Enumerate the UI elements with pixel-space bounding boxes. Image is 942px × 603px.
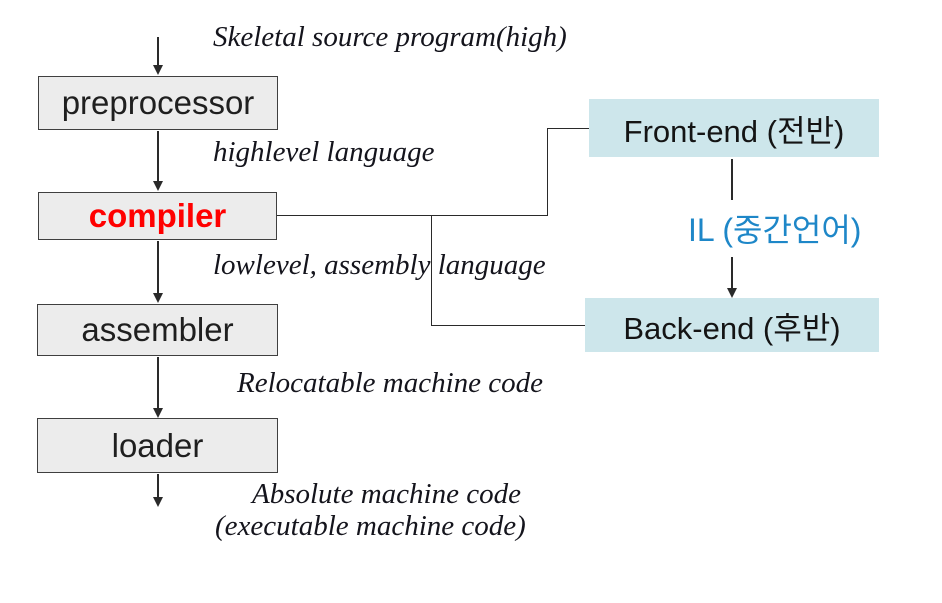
arrow-shaft (157, 474, 159, 499)
arrow-il-to-backend (726, 257, 738, 298)
arrow-shaft (731, 257, 733, 290)
connector-up-to-frontend (547, 128, 549, 216)
preprocessor-label: preprocessor (61, 84, 255, 121)
label-relocatable-machine-code: Relocatable machine code (237, 367, 543, 399)
arrow-assembler-to-loader (152, 357, 164, 418)
back-end-label: Back-end (후반) (623, 310, 841, 346)
connector-compiler-right (277, 215, 548, 217)
connector-into-backend (431, 325, 585, 327)
compiler-box: compiler (38, 192, 277, 240)
arrow-down-icon (726, 288, 737, 298)
arrow-compiler-to-assembler (152, 241, 164, 303)
arrow-shaft (157, 241, 159, 295)
loader-label: loader (111, 426, 204, 464)
arrow-down-icon (152, 497, 163, 507)
label-skeletal-source-program: Skeletal source program(high) (213, 21, 567, 53)
arrow-down-icon (152, 181, 163, 191)
arrow-shaft (157, 357, 159, 410)
connector-into-frontend (548, 127, 589, 129)
label-highlevel-language: highlevel language (213, 136, 435, 168)
preprocessor-box: preprocessor (38, 76, 278, 130)
label-executable-machine-code: (executable machine code) (215, 510, 526, 542)
assembler-box: assembler (37, 304, 278, 356)
label-il-intermediate-language: IL (중간언어) (688, 212, 862, 248)
loader-box: loader (37, 418, 278, 473)
arrow-source-to-preprocessor (152, 37, 164, 75)
front-end-box: Front-end (전반) (589, 99, 879, 157)
arrow-down-icon (152, 408, 163, 418)
label-lowlevel-assembly: lowlevel, assembly language (213, 249, 546, 281)
arrow-down-icon (152, 65, 163, 75)
arrow-down-icon (152, 293, 163, 303)
arrow-shaft (157, 37, 159, 67)
frontend-il-line (731, 159, 733, 200)
arrow-preprocessor-to-compiler (152, 131, 164, 191)
connector-down-to-backend (431, 215, 433, 326)
back-end-box: Back-end (후반) (585, 298, 879, 352)
compiler-label: compiler (88, 197, 227, 234)
arrow-shaft (157, 131, 159, 183)
arrow-loader-to-output (152, 474, 164, 507)
assembler-label: assembler (81, 311, 234, 348)
label-absolute-machine-code: Absolute machine code (252, 478, 521, 510)
front-end-label: Front-end (전반) (623, 113, 845, 149)
